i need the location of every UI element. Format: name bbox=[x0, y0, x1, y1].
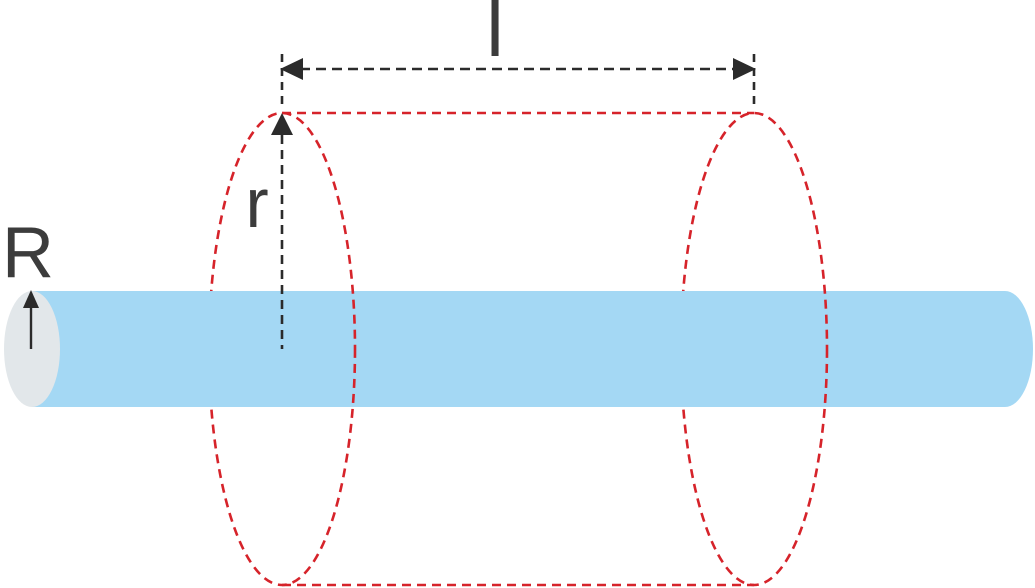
gaussian-surface-front bbox=[282, 111, 829, 587]
length-arrowhead-right bbox=[733, 58, 756, 80]
length-dimension bbox=[280, 54, 756, 110]
right-ellipse-front bbox=[754, 111, 829, 587]
gaussian-radius-indicator bbox=[271, 113, 293, 349]
R-arrowhead bbox=[23, 290, 39, 308]
length-arrowhead-left bbox=[280, 58, 303, 80]
r-arrowhead bbox=[271, 113, 293, 135]
left-ellipse-front bbox=[282, 111, 357, 587]
rod-radius-label: R bbox=[2, 213, 54, 293]
rod-radius-indicator bbox=[23, 290, 39, 349]
length-label: l bbox=[486, 0, 504, 73]
gaussian-radius-label: r bbox=[245, 164, 268, 242]
rod-body bbox=[32, 291, 1033, 407]
charged-rod bbox=[4, 291, 1033, 407]
